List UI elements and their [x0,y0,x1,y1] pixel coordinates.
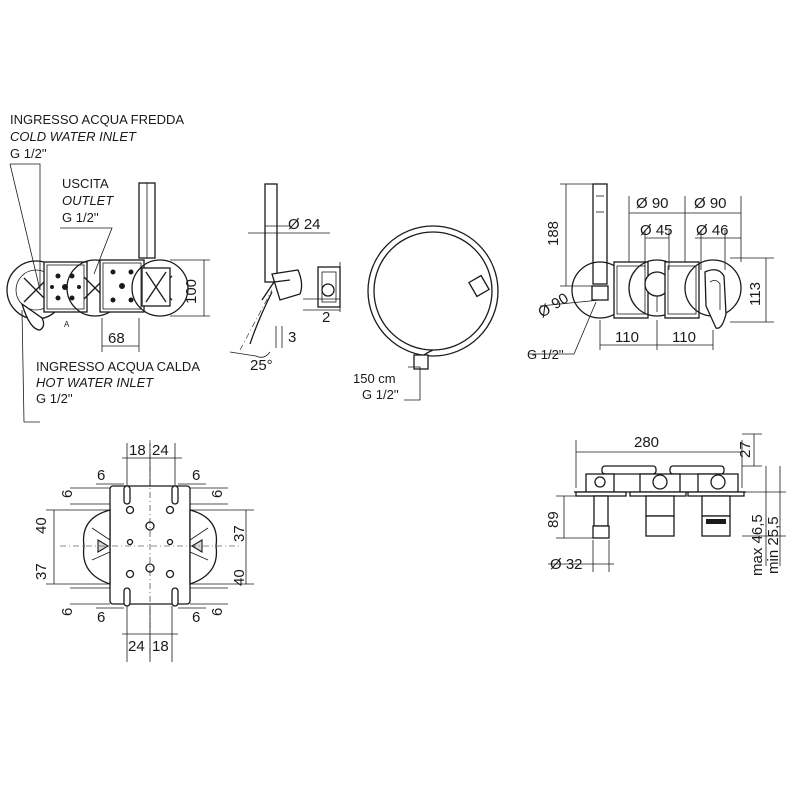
dim-plate-37-l: 37 [33,563,50,580]
dim-plate-6-bl: 6 [97,609,105,626]
dim-side-2: 2 [322,309,330,326]
dim-top-89: 89 [545,511,562,528]
dim-side-angle: 25° [250,357,273,374]
outlet-thread: G 1/2'' [62,210,99,225]
dim-side-diam: Ø 24 [288,216,321,233]
dim-plate-6-r1: 6 [209,490,226,498]
outlet-label-en: OUTLET [62,193,114,208]
cold-inlet-label-en: COLD WATER INLET [10,129,137,144]
hose-length: 150 cm [353,371,396,386]
body-plan-view: INGRESSO ACQUA FREDDA COLD WATER INLET G… [6,112,210,423]
dim-plate-40-r: 40 [231,569,248,586]
dim-plate-18-bot: 18 [152,638,169,655]
dim-plate-40-l: 40 [33,517,50,534]
dim-front-110-a: 110 [615,329,639,346]
dim-front-d90-c: Ø 90 [694,195,727,212]
dim-plate-6-l1: 6 [59,490,76,498]
dim-front-113: 113 [747,282,764,306]
dim-front-d90-b: Ø 90 [636,195,669,212]
dim-top-min: min 25,5 [765,516,782,574]
hot-inlet-label-en: HOT WATER INLET [36,375,154,390]
outlet-label-it: USCITA [62,176,109,191]
dim-front-188: 188 [545,221,562,246]
dim-plate-24-bot: 24 [128,638,145,655]
dim-plan-width: 68 [108,330,125,347]
dim-front-d90-a: Ø 90 [535,290,572,322]
cold-inlet-thread: G 1/2'' [10,146,47,161]
dim-front-110-b: 110 [672,329,696,346]
hose-thread: G 1/2'' [362,387,399,402]
dim-plate-18-top: 18 [129,442,146,459]
hot-inlet-label-it: INGRESSO ACQUA CALDA [36,359,200,374]
hot-inlet-thread: G 1/2'' [36,391,73,406]
dim-top-max: max 46,5 [749,514,766,576]
marker-a: A [64,320,70,329]
dim-plate-6-tr: 6 [192,467,200,484]
plate-detail: 18 24 6 6 6 6 40 37 37 40 6 6 [33,440,254,662]
side-view: Ø 24 2 3 25° [229,183,341,374]
front-thread: G 1/2'' [527,347,564,362]
dim-plate-6-br: 6 [192,609,200,626]
dim-plate-6-r2: 6 [209,608,226,616]
dim-plate-6-l2: 6 [59,608,76,616]
cold-inlet-label-it: INGRESSO ACQUA FREDDA [10,112,184,127]
dim-front-d46: Ø 46 [696,222,729,239]
hose-coil: 150 cm G 1/2'' [353,225,499,402]
dim-side-3: 3 [288,329,296,346]
dim-front-d45: Ø 45 [640,222,673,239]
dim-plate-6-tl: 6 [97,467,105,484]
top-view: 280 27 89 [545,433,786,576]
dim-plate-37-r: 37 [231,525,248,542]
dim-top-d32: Ø 32 [550,556,583,573]
dim-top-27: 27 [737,441,754,458]
front-view: 188 Ø 90 G 1/2'' Ø 90 Ø 45 [527,183,774,362]
dim-top-280: 280 [634,434,659,451]
dim-plate-24-top: 24 [152,442,169,459]
dim-plan-height: 100 [183,279,200,304]
